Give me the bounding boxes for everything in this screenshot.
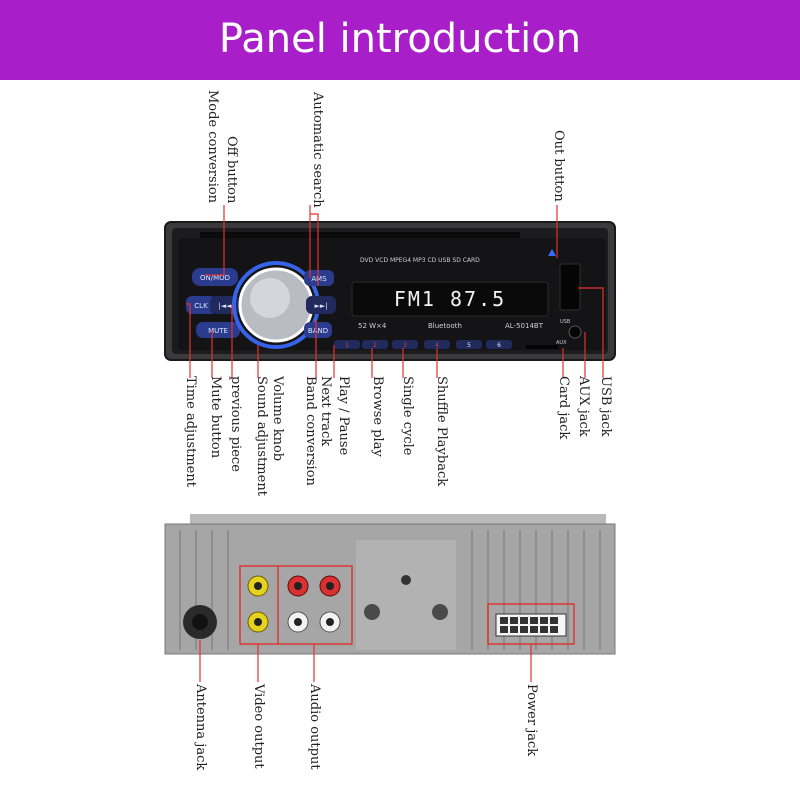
label-single-cycle: Single cycle <box>400 376 415 456</box>
preset-2-label: 2 <box>373 342 377 349</box>
label-play-pause: Play / Pause <box>336 376 351 456</box>
callout-time-adjustment <box>186 303 191 378</box>
label-shuffle-playback: Shuffle Playback <box>434 376 449 487</box>
label-video-output: Video output <box>251 684 266 769</box>
preset-2-button[interactable] <box>362 340 388 349</box>
aux-port <box>568 325 582 339</box>
screw-left <box>364 604 380 620</box>
usb-port <box>559 263 581 311</box>
label-usb-jack: USB jack <box>598 376 613 437</box>
preset-4-button[interactable] <box>424 340 450 349</box>
band-button[interactable] <box>304 322 332 338</box>
label-antenna-jack: Antenna jack <box>193 684 208 771</box>
lcd-readout: FM1 87.5 <box>394 287 506 311</box>
mute-button[interactable] <box>196 322 240 338</box>
preset-3-label: 3 <box>403 342 407 349</box>
label-audio-output: Audio output <box>307 684 322 770</box>
clk-button-label: CLK <box>194 302 208 310</box>
rear-callouts <box>199 640 532 682</box>
label-power-jack: Power jack <box>524 684 539 757</box>
label-sound-adjustment: Sound adjustment <box>254 376 269 496</box>
next-button[interactable] <box>306 296 336 314</box>
power-rating: 52 W×4 <box>358 322 387 330</box>
ams-button-label: AMS <box>311 275 327 283</box>
model-text: AL-5014BT <box>505 322 544 330</box>
preset-5-button[interactable] <box>456 340 482 349</box>
card-slot <box>526 345 558 349</box>
label-time-adjustment: Time adjustment <box>183 376 198 487</box>
mode-button-label: ON/MOD <box>200 274 230 282</box>
bluetooth-text: Bluetooth <box>428 322 462 330</box>
lcd-display <box>351 281 549 317</box>
preset-4-label: 4 <box>435 342 439 349</box>
clk-button[interactable] <box>186 296 216 314</box>
label-mode-conversion: Mode conversion <box>205 90 220 204</box>
preset-5-label: 5 <box>467 342 471 349</box>
mute-button-label: MUTE <box>208 327 228 335</box>
label-out-button: Out button <box>551 130 566 202</box>
eject-icon[interactable] <box>548 249 556 256</box>
preset-buttons: 1 2 3 4 5 6 <box>334 340 512 349</box>
preset-1-label: 1 <box>345 342 349 349</box>
screw-right <box>432 604 448 620</box>
ams-button[interactable] <box>304 270 334 286</box>
preset-3-button[interactable] <box>392 340 418 349</box>
label-next-track: Next track <box>318 376 333 447</box>
title-banner <box>0 0 800 80</box>
front-callouts <box>186 205 604 378</box>
callout-off-button <box>205 205 225 276</box>
label-previous-piece: previous piece <box>228 376 243 472</box>
formats-strip: DVD VCD MPEG4 MP3 CD USB SD CARD <box>360 257 480 264</box>
next-button-label: ►►| <box>314 302 327 310</box>
preset-6-button[interactable] <box>486 340 512 349</box>
prev-button-label: |◄◄ <box>218 302 232 310</box>
label-mute-button: Mute button <box>208 376 223 459</box>
label-band-conversion: Band conversion <box>303 376 318 486</box>
label-aux-jack: AUX jack <box>576 376 591 437</box>
preset-1-button[interactable] <box>334 340 360 349</box>
rear-panel <box>164 514 616 655</box>
av-jacks-frame <box>239 565 353 645</box>
label-card-jack: Card jack <box>556 376 571 440</box>
callout-usb-jack <box>578 287 604 378</box>
callout-automatic-search <box>309 205 319 286</box>
front-panel: ON/MOD CLK |◄◄ MUTE AMS ►►| BAND DVD VCD… <box>164 221 616 361</box>
aux-port-label: AUX <box>556 340 567 346</box>
usb-port-label: USB <box>560 319 571 325</box>
preset-6-label: 6 <box>497 342 501 349</box>
label-browse-play: Browse play <box>370 376 385 457</box>
band-button-label: BAND <box>308 327 328 335</box>
label-automatic-search: Automatic search <box>310 92 325 208</box>
label-off-button: Off button <box>224 136 239 204</box>
mounting-hole <box>401 575 411 585</box>
label-volume-knob: Volume knob <box>270 376 285 462</box>
mode-button[interactable] <box>192 268 238 286</box>
page-title: Panel introduction <box>218 16 582 62</box>
